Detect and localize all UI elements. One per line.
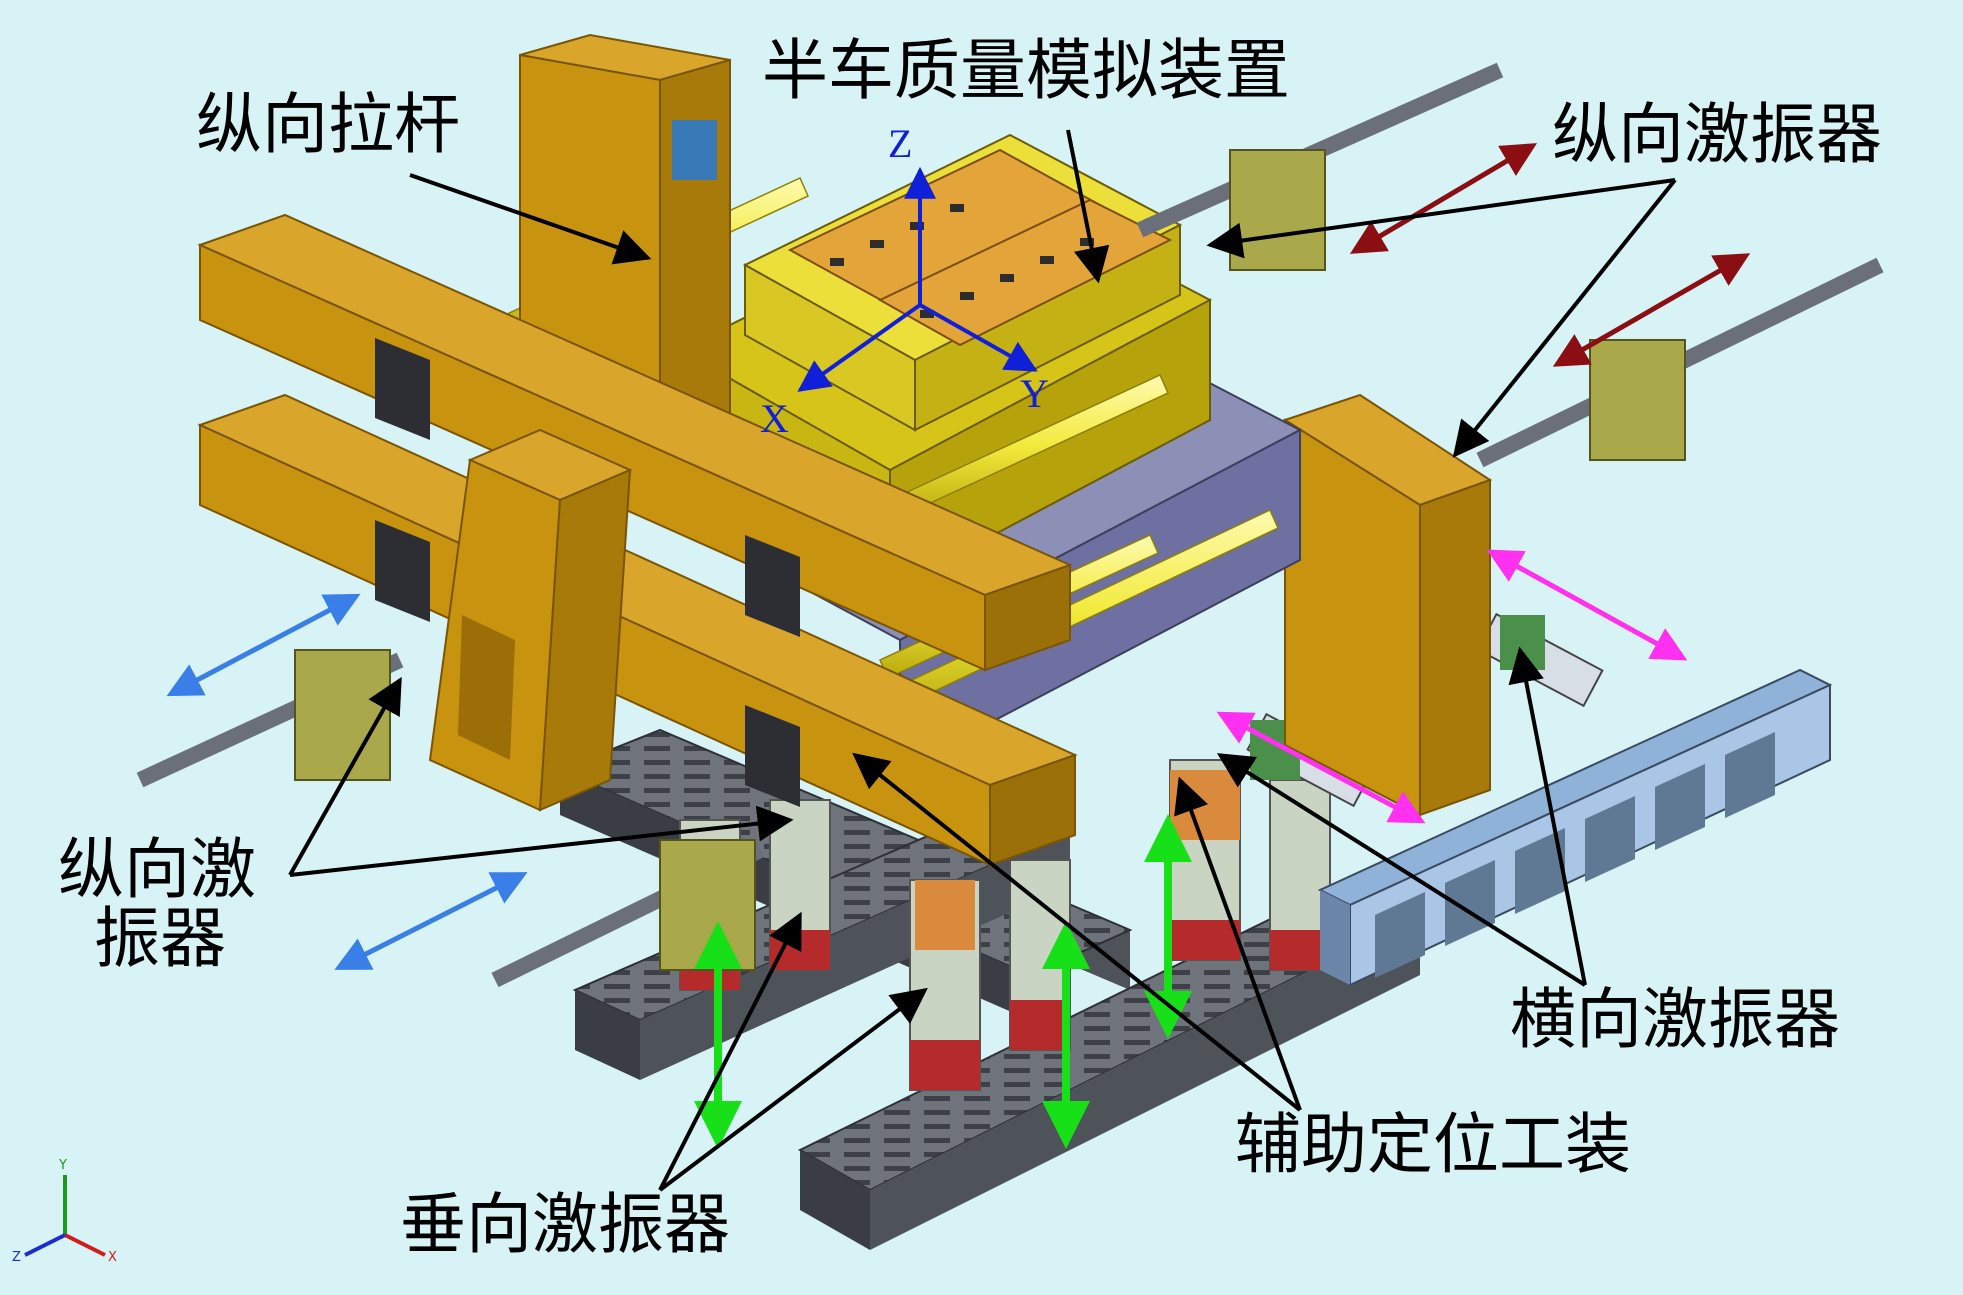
- longitudinal-exciter-right-upper: [1136, 62, 1504, 271]
- motion-arrows-darkred: [1349, 143, 1751, 367]
- label-longitudinal-exciter-right: 纵向激振器: [1552, 96, 1882, 173]
- triad-label-z: Z: [12, 1250, 21, 1265]
- motion-arrows-blue: [166, 593, 528, 970]
- label-auxiliary-positioning-fixture: 辅助定位工装: [1235, 1106, 1631, 1183]
- label-lateral-exciter: 横向激振器: [1510, 981, 1840, 1058]
- vehicle-axes: [797, 166, 1038, 392]
- label-half-car-mass-device: 半车质量模拟装置: [762, 32, 1290, 109]
- longitudinal-exciter-left-upper: [136, 649, 404, 788]
- coordinate-triad-icon: [24, 1175, 106, 1257]
- label-longitudinal-rod: 纵向拉杆: [196, 86, 460, 163]
- label-longitudinal-exciter-left: 纵向激 振器: [58, 835, 256, 974]
- axis-label-y: Y: [1020, 371, 1049, 416]
- motion-arrows-green: [694, 814, 1192, 1149]
- axis-label-z: Z: [888, 121, 913, 166]
- label-vertical-exciter: 垂向激振器: [400, 1186, 730, 1263]
- motion-arrows-magenta: [1216, 549, 1688, 824]
- leader-arrows: [288, 129, 1677, 1192]
- front-left-column: [428, 428, 633, 812]
- triad-label-y: Y: [59, 1158, 67, 1173]
- triad-label-x: X: [108, 1250, 117, 1265]
- lateral-exciter-frame: [1317, 668, 1833, 987]
- axis-label-x: X: [760, 396, 789, 441]
- beam-plates: [375, 338, 800, 807]
- right-tall-column: [1282, 393, 1493, 817]
- label-line-1: 纵向激: [58, 831, 256, 908]
- label-line-2: 振器: [94, 900, 226, 978]
